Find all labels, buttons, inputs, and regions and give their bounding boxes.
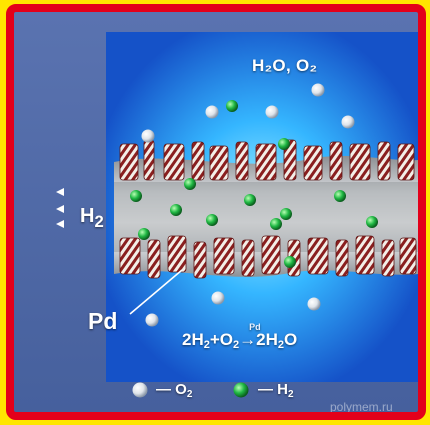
legend-h2-text: — H — [258, 381, 288, 398]
equation-plus-o2: +O — [209, 330, 234, 349]
equation-catalyst: Pd — [249, 322, 261, 332]
equation-sub-product: 2 — [277, 339, 284, 351]
o2-molecule — [141, 129, 155, 143]
permeate-symbol: H — [80, 205, 95, 227]
legend-o2-text: — O — [156, 381, 187, 398]
o2-molecule — [145, 313, 159, 327]
pore-block — [241, 239, 255, 277]
pore-block — [355, 235, 375, 275]
pore-block — [399, 237, 417, 275]
legend-o2-icon — [132, 382, 148, 398]
membrane-diagram — [56, 32, 418, 398]
pore-block — [213, 237, 235, 275]
arrow-head — [56, 220, 64, 228]
legend-o2-label: — O2 — [156, 381, 192, 400]
pore-block — [303, 145, 323, 181]
o2-molecule — [205, 105, 219, 119]
permeate-label: H2 — [80, 205, 104, 232]
o2-molecule — [265, 105, 279, 119]
h2-molecule — [366, 216, 378, 228]
equation-sub-h2: 2 — [203, 339, 210, 351]
pore-block — [329, 141, 343, 181]
h2-molecule — [130, 190, 142, 202]
pore-block — [381, 239, 395, 277]
pore-block — [193, 241, 207, 279]
o2-molecule — [341, 115, 355, 129]
equation-product-tail: O — [284, 330, 298, 349]
h2-molecule — [278, 138, 290, 150]
equation-sub-o2: 2 — [233, 339, 240, 351]
pore-block — [191, 141, 205, 181]
membrane-label: Pd — [88, 308, 118, 334]
h2-molecule — [244, 194, 256, 206]
pore-block — [307, 237, 329, 275]
pore-block — [119, 143, 139, 181]
h2-molecule — [170, 204, 182, 216]
pore-block — [335, 239, 349, 277]
pore-block — [255, 143, 277, 181]
h2-exit-arrows — [62, 191, 110, 225]
legend-h2-subscript: 2 — [288, 389, 294, 400]
pore-block — [397, 143, 415, 181]
products-label: H₂O, O₂ — [252, 56, 318, 75]
pore-block — [147, 239, 161, 279]
pd-pointer-line — [129, 269, 183, 315]
o2-molecule — [211, 291, 225, 305]
equation-arrow-group: Pd→ — [239, 322, 261, 350]
equation-coef-h2: 2H — [182, 330, 204, 349]
o2-molecule — [307, 297, 321, 311]
h2-molecule — [226, 100, 238, 112]
arrow-heads — [56, 188, 64, 228]
arrow-head — [56, 205, 64, 213]
h2-molecule — [138, 228, 150, 240]
h2-molecule — [284, 256, 296, 268]
o2-molecule — [311, 83, 325, 97]
pore-block — [283, 139, 297, 181]
pore-block — [167, 235, 187, 273]
pore-block — [261, 235, 281, 275]
pore-block — [163, 143, 185, 181]
arrow-head — [56, 188, 64, 196]
o2-molecules — [141, 83, 355, 327]
pore-block — [349, 143, 371, 181]
h2-molecules — [130, 100, 378, 268]
pore-block — [119, 237, 141, 275]
legend-o2-subscript: 2 — [186, 389, 193, 400]
equation-arrow: → — [239, 330, 257, 349]
lower-pore-row — [119, 235, 417, 279]
h2-molecule — [334, 190, 346, 202]
legend-h2-icon — [233, 382, 249, 398]
h2-molecule — [184, 178, 196, 190]
permeate-subscript: 2 — [94, 212, 104, 231]
legend-h2-label: — H2 — [258, 381, 294, 400]
h2-molecule — [206, 214, 218, 226]
pore-block — [235, 141, 249, 181]
h2-molecule — [270, 218, 282, 230]
pore-block — [377, 141, 391, 181]
watermark: polymem.ru — [330, 400, 393, 414]
pore-block — [209, 145, 229, 181]
equation-product: 2H — [256, 330, 278, 349]
h2-molecule — [280, 208, 292, 220]
pore-block — [143, 139, 155, 181]
upper-pore-row — [119, 139, 415, 181]
